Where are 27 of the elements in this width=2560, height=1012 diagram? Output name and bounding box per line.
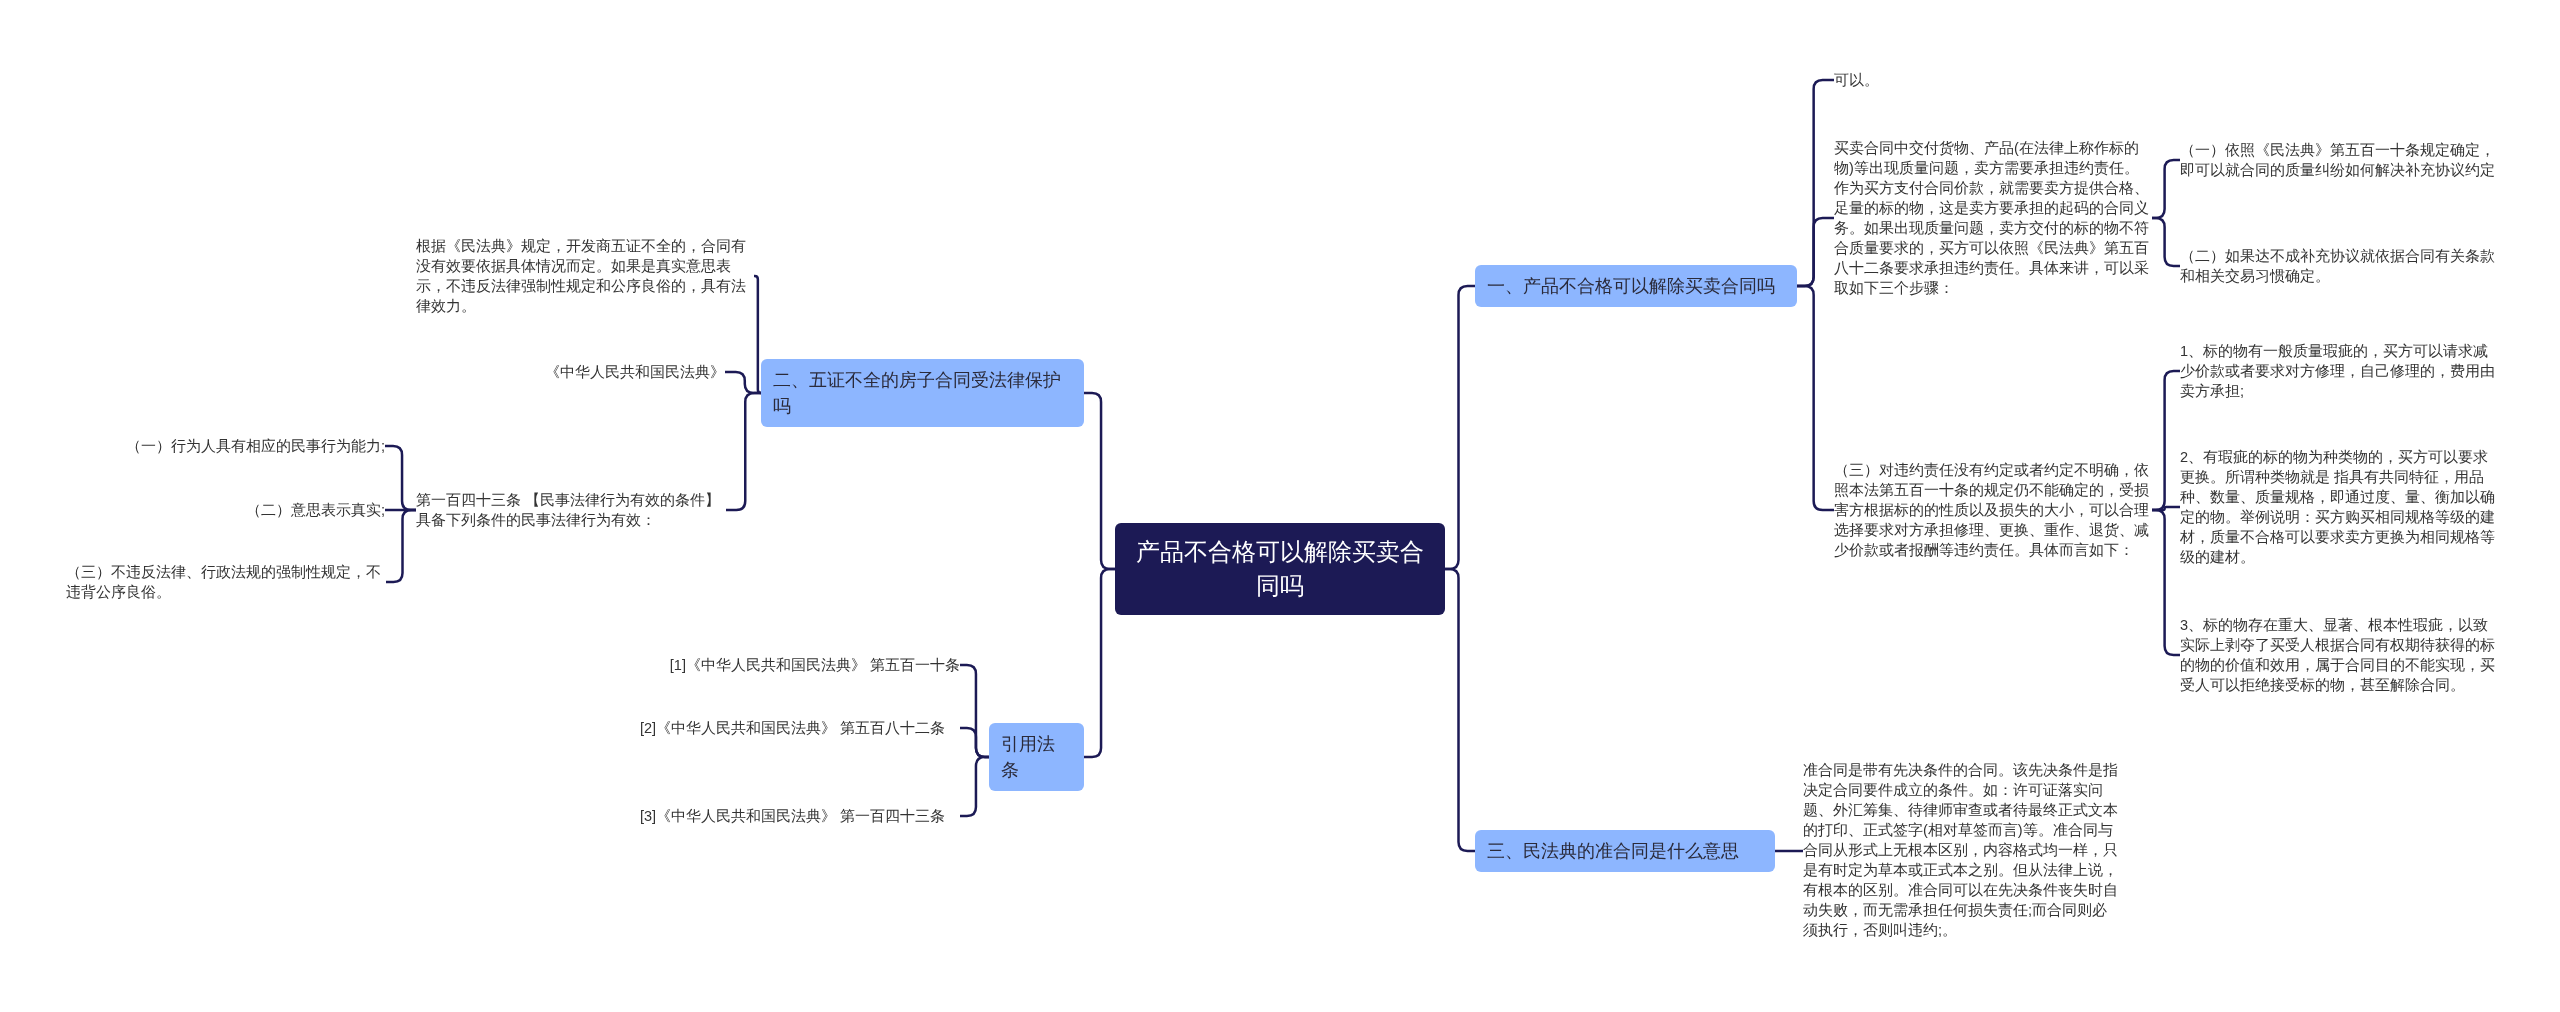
note-text: 3、标的物存在重大、显著、根本性瑕疵，以致实际上剥夺了买受人根据合同有权期待获得的标的物的价值和效用，属于合同目的不能实现，买受人可以拒绝接受标的物，甚至解除合同。	[2180, 615, 2500, 695]
connector-line	[1775, 849, 1803, 853]
note-text: [1]《中华人民共和国民法典》 第五百一十条	[630, 655, 960, 675]
note-text: 准合同是带有先决条件的合同。该先决条件是指决定合同要件成立的条件。如：许可证落实问题、外汇筹集、待律师审查或者待最终正式文本的打印、正式签字(相对草签而言)等。准合同与合同从形式上无根本区别，内容格式均一样，只是有时定为草本或正式本之别。但从法律上说，有根本的区别。准合同可以在先决条件丧失时自动失败，而无需承担任何损失责任;而合同则必须执行，否则叫违约;。	[1803, 760, 2121, 940]
note-text: 《中华人民共和国民法典》	[520, 362, 725, 382]
topic-box: 一、产品不合格可以解除买卖合同吗	[1475, 265, 1797, 307]
note-text: [3]《中华人民共和国民法典》 第一百四十三条	[640, 806, 960, 826]
note-text: [2]《中华人民共和国民法典》 第五百八十二条	[640, 718, 960, 738]
central-topic: 产品不合格可以解除买卖合同吗	[1115, 523, 1445, 615]
note-text: （二）意思表示真实;	[200, 500, 385, 520]
note-text: 2、有瑕疵的标的物为种类物的，买方可以要求更换。所谓种类物就是 指具有共同特征，用品种、数量、质量规格，即通过度、量、衡加以确定的物。举例说明：买方购买相同规格等级的建材，质量不合格可以要求卖方更换为相同规格等级的建材。	[2180, 447, 2500, 567]
connector-line	[1084, 567, 1115, 759]
note-text: （一）行为人具有相应的民事行为能力;	[100, 436, 385, 456]
connector-line	[753, 274, 763, 395]
topic-box: 引用法条	[989, 723, 1084, 791]
note-text: （三）对违约责任没有约定或者约定不明确，依照本法第五百一十条的规定仍不能确定的，受损害方根据标的的性质以及损失的大小，可以合理选择要求对方承担修理、更换、重作、退货、减少价款或者报酬等违约责任。具体而言如下：	[1834, 460, 2152, 560]
note-text: 可以。	[1834, 70, 1954, 90]
note-text: （一）依照《民法典》第五百一十条规定确定，即可以就合同的质量纠纷如何解决补充协议约定	[2180, 140, 2500, 180]
note-text: 第一百四十三条 【民事法律行为有效的条件】具备下列条件的民事法律行为有效：	[416, 490, 726, 530]
note-text: 买卖合同中交付货物、产品(在法律上称作标的物)等出现质量问题，卖方需要承担违约责任。作为买方支付合同价款，就需要卖方提供合格、足量的标的物，这是卖方要承担的起码的合同义务。如果出现质量问题，卖方交付的标的物不符合质量要求的，买方可以依照《民法典》第五百八十二条要求承担违约责任。具体来讲，可以采取如下三个步骤：	[1834, 138, 2152, 298]
note-text: 1、标的物有一般质量瑕疵的，买方可以请求减少价款或者要求对方修理，自己修理的，费用由卖方承担;	[2180, 341, 2500, 401]
note-text: （二）如果达不成补充协议就依据合同有关条款和相关交易习惯确定。	[2180, 246, 2500, 286]
topic-box: 三、民法典的准合同是什么意思	[1475, 830, 1775, 872]
topic-box: 二、五证不全的房子合同受法律保护吗	[761, 359, 1084, 427]
connector-line	[2152, 216, 2180, 268]
note-text: 根据《民法典》规定，开发商五证不全的，合同有没有效要依据具体情况而定。如果是真实意思表示，不违反法律强制性规定和公序良俗的，具有法律效力。	[416, 236, 754, 316]
note-text: （三）不违反法律、行政法规的强制性规定，不违背公序良俗。	[66, 562, 386, 602]
